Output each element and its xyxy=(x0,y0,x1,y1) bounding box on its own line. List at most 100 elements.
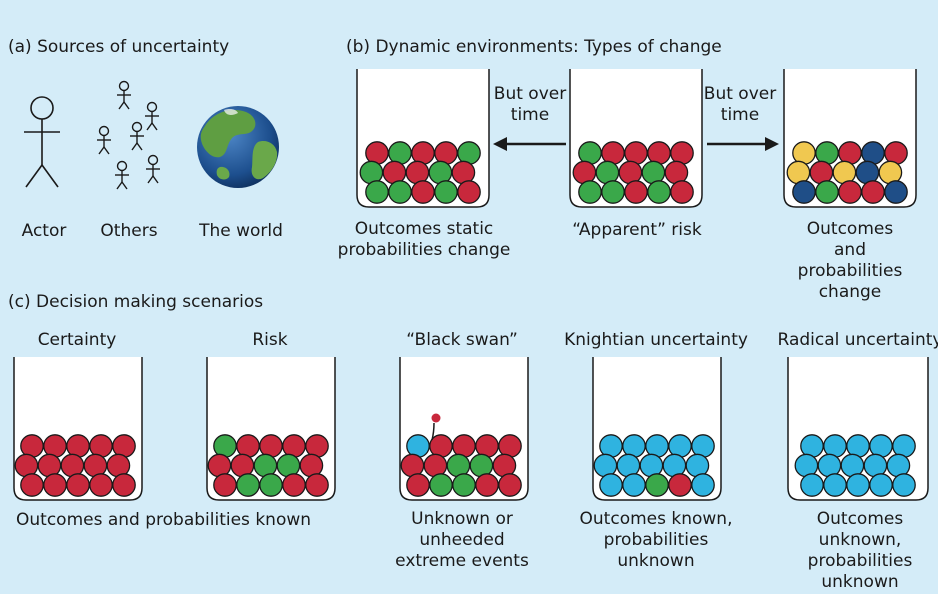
ball-red xyxy=(213,473,237,497)
caption-black-swan: Unknown or unheeded extreme events xyxy=(395,509,529,571)
ball-red xyxy=(60,453,85,478)
ball-green xyxy=(815,180,839,204)
left-jar-caption: Outcomes static probabilities change xyxy=(337,219,511,260)
ball-red xyxy=(572,160,597,185)
panel-c-title: (c) Decision making scenarios xyxy=(8,292,264,312)
jar-c-certainty xyxy=(13,357,143,501)
ball-cyan xyxy=(406,434,430,458)
ball-red xyxy=(112,473,136,497)
ball-yellow xyxy=(786,160,811,185)
caption-radical: Outcomes unknown, probabilities unknown xyxy=(807,509,913,592)
panel-b-title: (b) Dynamic environments: Types of chang… xyxy=(346,37,722,57)
ball-red xyxy=(861,180,885,204)
ball-green xyxy=(641,160,666,185)
panel-a-title: (a) Sources of uncertainty xyxy=(8,37,230,57)
ball-green xyxy=(446,453,471,478)
ball-red xyxy=(647,141,671,165)
ball-red xyxy=(406,473,430,497)
earth-globe-icon xyxy=(197,106,279,188)
ball-cyan xyxy=(869,434,893,458)
ball-red xyxy=(20,473,44,497)
ball-yellow xyxy=(792,141,816,165)
ball-navy xyxy=(792,180,816,204)
scenario-label-radical: Radical uncertainty xyxy=(777,330,938,350)
ball-red xyxy=(601,141,625,165)
ball-yellow xyxy=(832,160,857,185)
ball-cyan xyxy=(794,453,819,478)
ball-cyan xyxy=(846,473,870,497)
right-arrow-label: But over time xyxy=(703,84,777,125)
ball-cyan xyxy=(691,434,715,458)
ball-red xyxy=(475,434,499,458)
ball-red xyxy=(884,141,908,165)
ball-cyan xyxy=(668,434,692,458)
ball-green xyxy=(388,180,412,204)
ball-red xyxy=(452,434,476,458)
ball-cyan xyxy=(685,453,710,478)
ball-red xyxy=(498,434,522,458)
ball-green xyxy=(253,453,278,478)
ball-red xyxy=(259,434,283,458)
ball-red xyxy=(382,160,407,185)
ball-red xyxy=(282,473,306,497)
jar-c-risk xyxy=(206,357,336,501)
center-jar-caption: “Apparent” risk xyxy=(572,220,702,240)
ball-red xyxy=(809,160,834,185)
ball-cyan xyxy=(622,473,646,497)
ball-red xyxy=(400,453,425,478)
others-label: Others xyxy=(100,221,158,241)
ball-red xyxy=(20,434,44,458)
scenario-label-certainty: Certainty xyxy=(37,330,117,350)
ball-red xyxy=(664,160,689,185)
ball-cyan xyxy=(823,473,847,497)
stick-figure-icon xyxy=(24,96,60,188)
ball-green xyxy=(388,141,412,165)
ball-cyan xyxy=(846,434,870,458)
ball-cyan xyxy=(863,453,888,478)
ball-navy xyxy=(884,180,908,204)
ball-navy xyxy=(861,141,885,165)
ball-green xyxy=(259,473,283,497)
ball-navy xyxy=(855,160,880,185)
ball-green xyxy=(428,160,453,185)
ball-red xyxy=(670,141,694,165)
arrow-left-icon xyxy=(493,137,566,151)
ball-red xyxy=(492,453,517,478)
ball-cyan xyxy=(645,434,669,458)
ball-cyan xyxy=(823,434,847,458)
ball-green xyxy=(815,141,839,165)
scenario-label-risk: Risk xyxy=(252,330,288,350)
ball-red xyxy=(475,473,499,497)
ball-red xyxy=(838,141,862,165)
ball-red xyxy=(66,434,90,458)
ball-red xyxy=(457,180,481,204)
ball-red xyxy=(305,434,329,458)
ball-red xyxy=(83,453,108,478)
ball-cyan xyxy=(869,473,893,497)
ball-cyan xyxy=(593,453,618,478)
ball-green xyxy=(429,473,453,497)
ball-green xyxy=(578,180,602,204)
ball-red xyxy=(838,180,862,204)
world-label: The world xyxy=(199,221,283,241)
ball-cyan xyxy=(840,453,865,478)
black-swan-marker-icon xyxy=(431,413,441,441)
ball-red xyxy=(405,160,430,185)
ball-red xyxy=(365,141,389,165)
ball-red xyxy=(37,453,62,478)
ball-red xyxy=(89,473,113,497)
ball-red xyxy=(230,453,255,478)
ball-cyan xyxy=(800,473,824,497)
ball-red xyxy=(112,434,136,458)
ball-red xyxy=(434,141,458,165)
right-jar-caption: Outcomes and probabilities change xyxy=(797,219,903,302)
ball-red xyxy=(618,160,643,185)
ball-cyan xyxy=(892,473,916,497)
left-arrow-label: But over time xyxy=(493,84,567,125)
ball-red xyxy=(423,453,448,478)
shared-caption-certainty-risk: Outcomes and probabilities known xyxy=(16,510,312,530)
ball-cyan xyxy=(800,434,824,458)
ball-green xyxy=(601,180,625,204)
